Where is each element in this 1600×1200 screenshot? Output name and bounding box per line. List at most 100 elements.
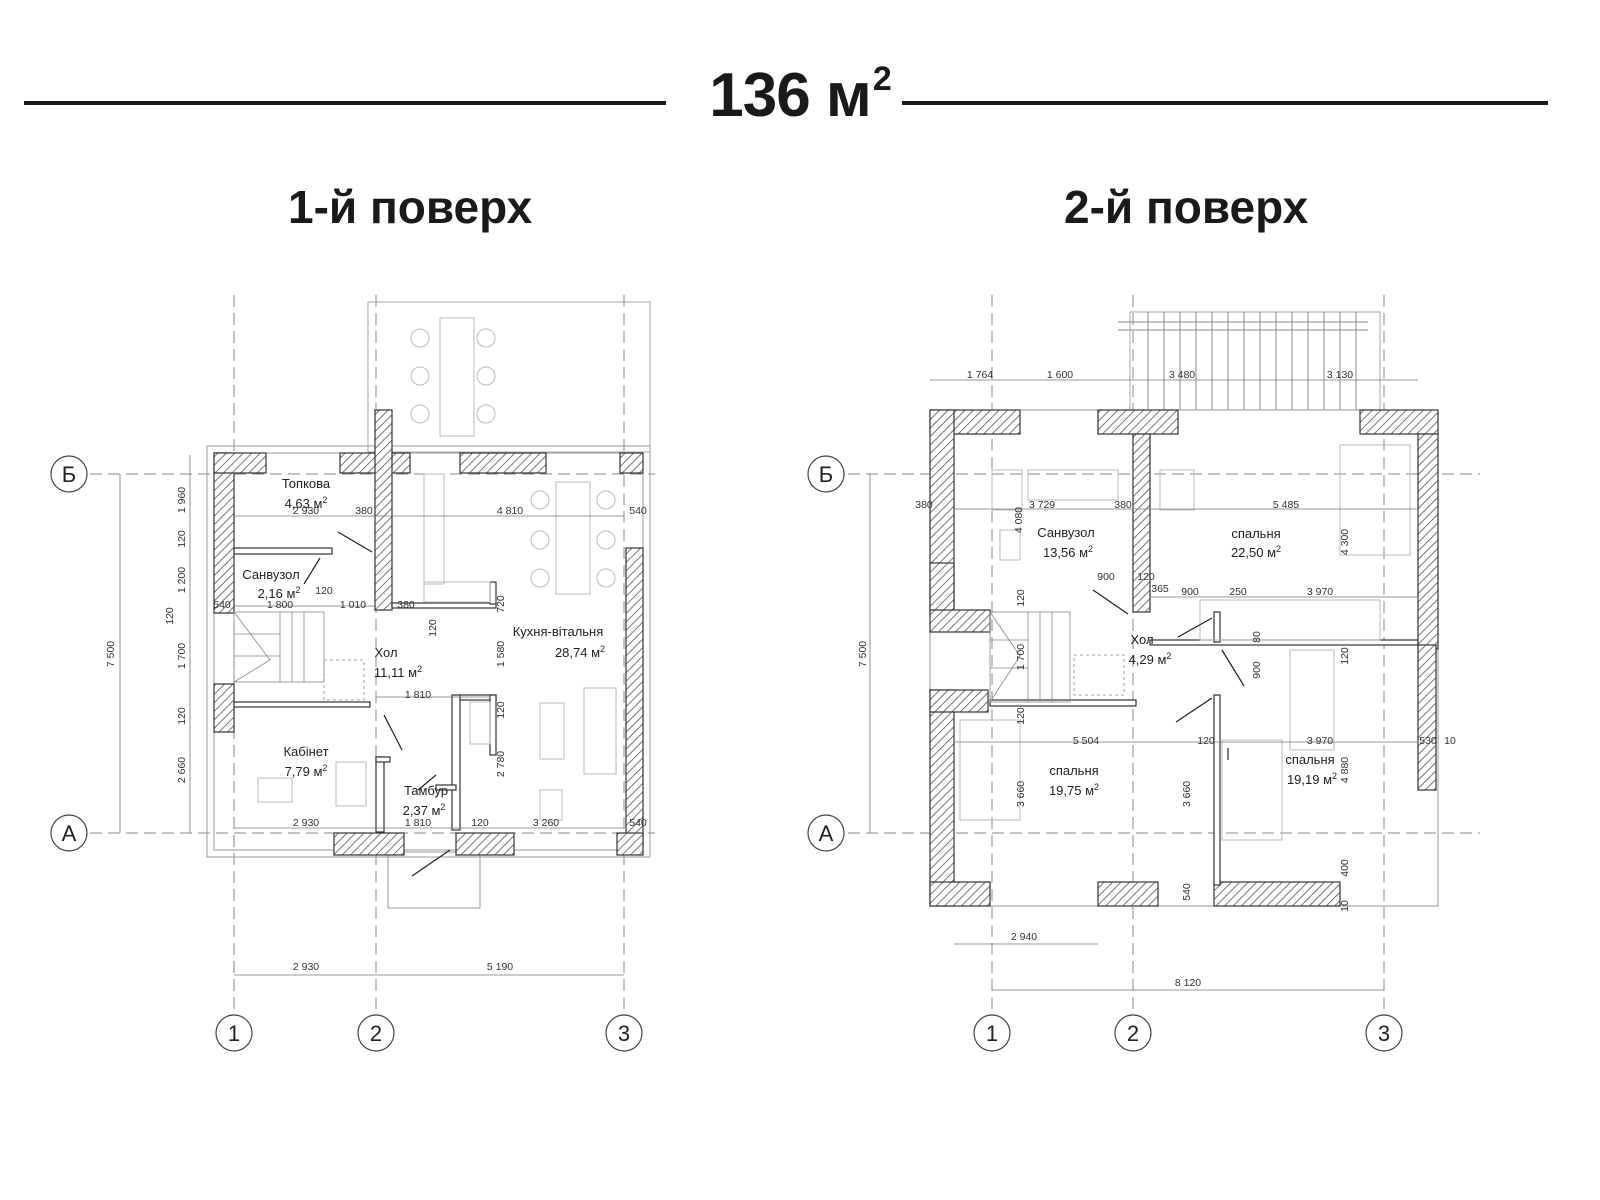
f1-dim: 380 [355, 505, 373, 517]
floor-2-room-labels: Санвузол 13,56 м2 спальня 22,50 м2 Хол 4… [1037, 525, 1337, 798]
room-name: спальня [1049, 763, 1098, 778]
f2-dim: 400 [1339, 859, 1351, 877]
floor-1-dimension-lines [119, 455, 624, 976]
f2-dim: 2 940 [1011, 931, 1037, 943]
f1-dim: 120 [176, 707, 188, 725]
f1-axis-col-2: 2 [370, 1021, 382, 1046]
f2-dim: 8 120 [1175, 977, 1201, 989]
f1-dim: 120 [176, 530, 188, 548]
f2-dim: 3 970 [1307, 586, 1333, 598]
f2-dim: 3 480 [1169, 369, 1195, 381]
f1-dim: 1 810 [405, 817, 431, 829]
floor-1-dimensions: 2 930 4 810 380 540 1 800 120 1 010 380 … [105, 487, 647, 973]
room-area: 11,11 м2 [374, 664, 422, 680]
f2-dim: 380 [915, 499, 933, 511]
total-area-value: 136 м [709, 61, 872, 130]
f1-dim: 1 580 [495, 641, 507, 667]
f1-dim: 540 [629, 505, 647, 517]
f1-dim: 540 [213, 599, 231, 611]
f2-axis-row-a: А [819, 821, 834, 846]
floor-1-interior-walls [233, 547, 497, 833]
f1-dim: 380 [397, 599, 415, 611]
floor-1-walls [213, 409, 644, 856]
f1-dim: 5 190 [487, 961, 513, 973]
f2-dim: 10 [1339, 900, 1351, 912]
floor-2-dimension-lines [869, 379, 1418, 991]
f1-axis-row-a: А [62, 821, 77, 846]
f1-dim: 120 [471, 817, 489, 829]
room-name: Топкова [282, 476, 331, 491]
f1-dim: 2 930 [293, 817, 319, 829]
f2-dim: 120 [1339, 647, 1351, 665]
f2-dim: 380 [1114, 499, 1132, 511]
f2-axis-col-3: 3 [1378, 1021, 1390, 1046]
f2-dim: 365 [1151, 583, 1169, 595]
f2-dim: 1 700 [1015, 644, 1027, 670]
room-area: 22,50 м2 [1231, 544, 1281, 560]
floor-1-terrace [367, 301, 651, 453]
f2-dim: 1 600 [1047, 369, 1073, 381]
f2-dim: 5 504 [1073, 735, 1099, 747]
f1-dim: 120 [495, 701, 507, 719]
floor-1-stairs [233, 611, 365, 701]
f2-dim: 530 [1419, 735, 1437, 747]
f1-axis-row-b: Б [62, 462, 76, 487]
room-name: спальня [1231, 526, 1280, 541]
f2-dim: 1 764 [967, 369, 993, 381]
f2-dim: 120 [1197, 735, 1215, 747]
f1-dim: 1 200 [176, 567, 188, 593]
f1-axis-col-3: 3 [618, 1021, 630, 1046]
f1-dim: 4 810 [497, 505, 523, 517]
f1-dim: 2 930 [293, 961, 319, 973]
room-area: 28,74 м2 [555, 644, 605, 660]
f2-dim: 120 [1015, 589, 1027, 607]
f2-dim: 3 970 [1307, 735, 1333, 747]
f2-dim: 900 [1181, 586, 1199, 598]
floor-2-pergola [1118, 311, 1381, 411]
f2-dim: 120 [1015, 707, 1027, 725]
f2-axis-col-1: 1 [986, 1021, 998, 1046]
header-rule-right [902, 101, 1548, 105]
f1-dim: 120 [315, 585, 333, 597]
room-area: 13,56 м2 [1043, 544, 1093, 560]
room-area: 19,75 м2 [1049, 782, 1099, 798]
floor-1-axis-labels: Б А 1 2 3 [62, 462, 630, 1046]
f1-dim: 120 [427, 619, 439, 637]
f1-dim: 2 780 [495, 751, 507, 777]
f1-dim: 1 810 [405, 689, 431, 701]
f2-dim: 4 880 [1339, 757, 1351, 783]
floor-2-axis-bubbles [807, 455, 1403, 1052]
floor-2-furniture [959, 444, 1411, 841]
room-area: 7,79 м2 [285, 763, 328, 779]
room-name: Санвузол [242, 567, 299, 582]
f2-dim: 80 [1251, 631, 1263, 643]
room-area: 2,37 м2 [403, 802, 446, 818]
f2-dim: 3 130 [1327, 369, 1353, 381]
f2-dim: 7 500 [857, 641, 869, 667]
floor-1-furniture [257, 473, 617, 821]
floor-2-doors [1092, 589, 1245, 760]
f1-axis-col-1: 1 [228, 1021, 240, 1046]
f2-axis-col-2: 2 [1127, 1021, 1139, 1046]
room-area: 19,19 м2 [1287, 771, 1337, 787]
floor-1-doors [303, 531, 451, 877]
f1-dim: 1 800 [267, 599, 293, 611]
room-name: Хол [374, 645, 397, 660]
f2-dim: 900 [1251, 661, 1263, 679]
total-area-title: 136 м2 [640, 60, 960, 131]
room-area: 4,29 м2 [1129, 651, 1172, 667]
f2-dim: 4 080 [1013, 507, 1025, 533]
f2-dim: 900 [1097, 571, 1115, 583]
floor-2-axis-labels: Б А 1 2 3 [819, 462, 1390, 1046]
room-name: Кухня-вітальня [513, 624, 604, 639]
f1-dim: 1 960 [176, 487, 188, 513]
f1-dim: 2 930 [293, 505, 319, 517]
f1-dim: 3 260 [533, 817, 559, 829]
floor-2-dimensions: 1 764 1 600 3 480 3 130 380 3 729 380 5 … [857, 369, 1456, 989]
f2-dim: 4 300 [1339, 529, 1351, 555]
f2-axis-row-b: Б [819, 462, 833, 487]
f1-dim: 540 [629, 817, 647, 829]
f1-dim: 720 [495, 595, 507, 613]
f2-dim: 3 660 [1181, 781, 1193, 807]
